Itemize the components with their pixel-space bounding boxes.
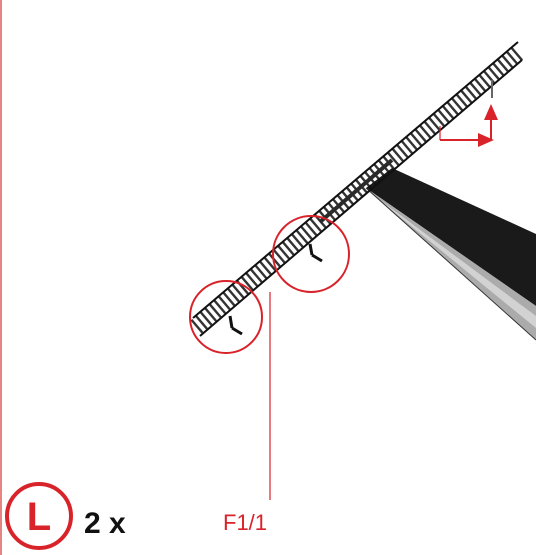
quantity-label: 2 x <box>84 507 126 540</box>
highlight-circle-lower <box>189 280 263 354</box>
step-letter: L <box>27 495 51 539</box>
direction-arrows <box>439 104 498 147</box>
rail-clip-upper <box>308 243 323 263</box>
perforated-rail <box>190 41 526 337</box>
shelf-panel <box>365 168 536 341</box>
highlight-circle-upper <box>272 215 350 293</box>
reference-label: F1/1 <box>223 510 267 535</box>
step-badge: L <box>5 482 73 550</box>
rail-clip-lower <box>228 315 243 336</box>
